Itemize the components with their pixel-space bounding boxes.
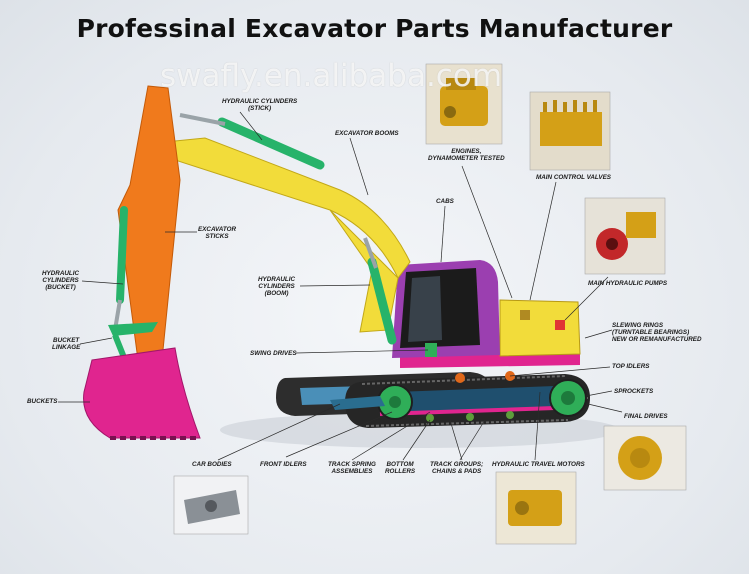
label-buckets: BUCKETS (27, 398, 58, 405)
swing-drive-marker (425, 343, 437, 357)
undercarriage (276, 371, 590, 428)
bottom-roller-2 (466, 413, 474, 421)
bottom-roller-3 (506, 411, 514, 419)
page-title: Professinal Excavator Parts Manufacturer (76, 14, 673, 43)
bucket-cylinder (116, 206, 128, 304)
leader-lines (58, 111, 623, 461)
bucket (83, 347, 201, 439)
label-main-control-valves: MAIN CONTROL VALVES (536, 174, 611, 181)
photo-hydraulic-pump (584, 197, 666, 275)
front-idler-hub (389, 396, 401, 408)
photo-travel-motor (495, 471, 577, 545)
car-body (330, 396, 385, 410)
label-swing-drives: SWING DRIVES (250, 350, 297, 357)
counterweight (499, 299, 581, 357)
upper-structure (392, 260, 581, 368)
photo-engine (425, 63, 503, 145)
label-excavator-booms: EXCAVATOR BOOMS (335, 130, 399, 137)
bottom-roller (426, 414, 434, 422)
photo-car-body (173, 475, 249, 535)
sprocket-hub (561, 391, 575, 405)
bucket-linkage (108, 322, 158, 336)
track-frame-front (395, 386, 555, 414)
label-car-bodies: CAR BODIES (192, 461, 232, 468)
top-idler (455, 373, 465, 383)
label-hydraulic-cylinders-stick: HYDRAULIC CYLINDERS(STICK) (222, 98, 298, 112)
cab-glass (408, 276, 442, 342)
label-front-idlers: FRONT IDLERS (260, 461, 307, 468)
label-final-drives: FINAL DRIVES (624, 413, 668, 420)
label-hydraulic-travel-motors: HYDRAULIC TRAVEL MOTORS (492, 461, 585, 468)
photo-final-drive (603, 425, 687, 491)
label-engines: ENGINES,DYNAMOMETER TESTED (428, 148, 505, 162)
label-top-idlers: TOP IDLERS (612, 363, 650, 370)
boom-cylinder (367, 257, 397, 345)
photo-control-valve (529, 91, 611, 171)
engine-cover-marker (520, 310, 530, 320)
stick-cylinder (217, 117, 325, 170)
label-main-hydraulic-pumps: MAIN HYDRAULIC PUMPS (588, 280, 668, 287)
pump-marker (555, 320, 565, 330)
boom-cylinder-rod (363, 237, 378, 269)
stick-cylinder-rod (179, 113, 226, 126)
watermark-text: swafly.en.alibaba.com (160, 58, 503, 94)
boom (164, 137, 411, 279)
label-track-groups: TRACK GROUPS;CHAINS & PADS (430, 461, 484, 475)
label-cabs: CABS (436, 198, 454, 205)
label-slewing-rings: SLEWING RINGS(TURNTABLE BEARINGS)NEW OR … (612, 322, 702, 343)
label-sprockets: SPROCKETS (614, 388, 654, 395)
